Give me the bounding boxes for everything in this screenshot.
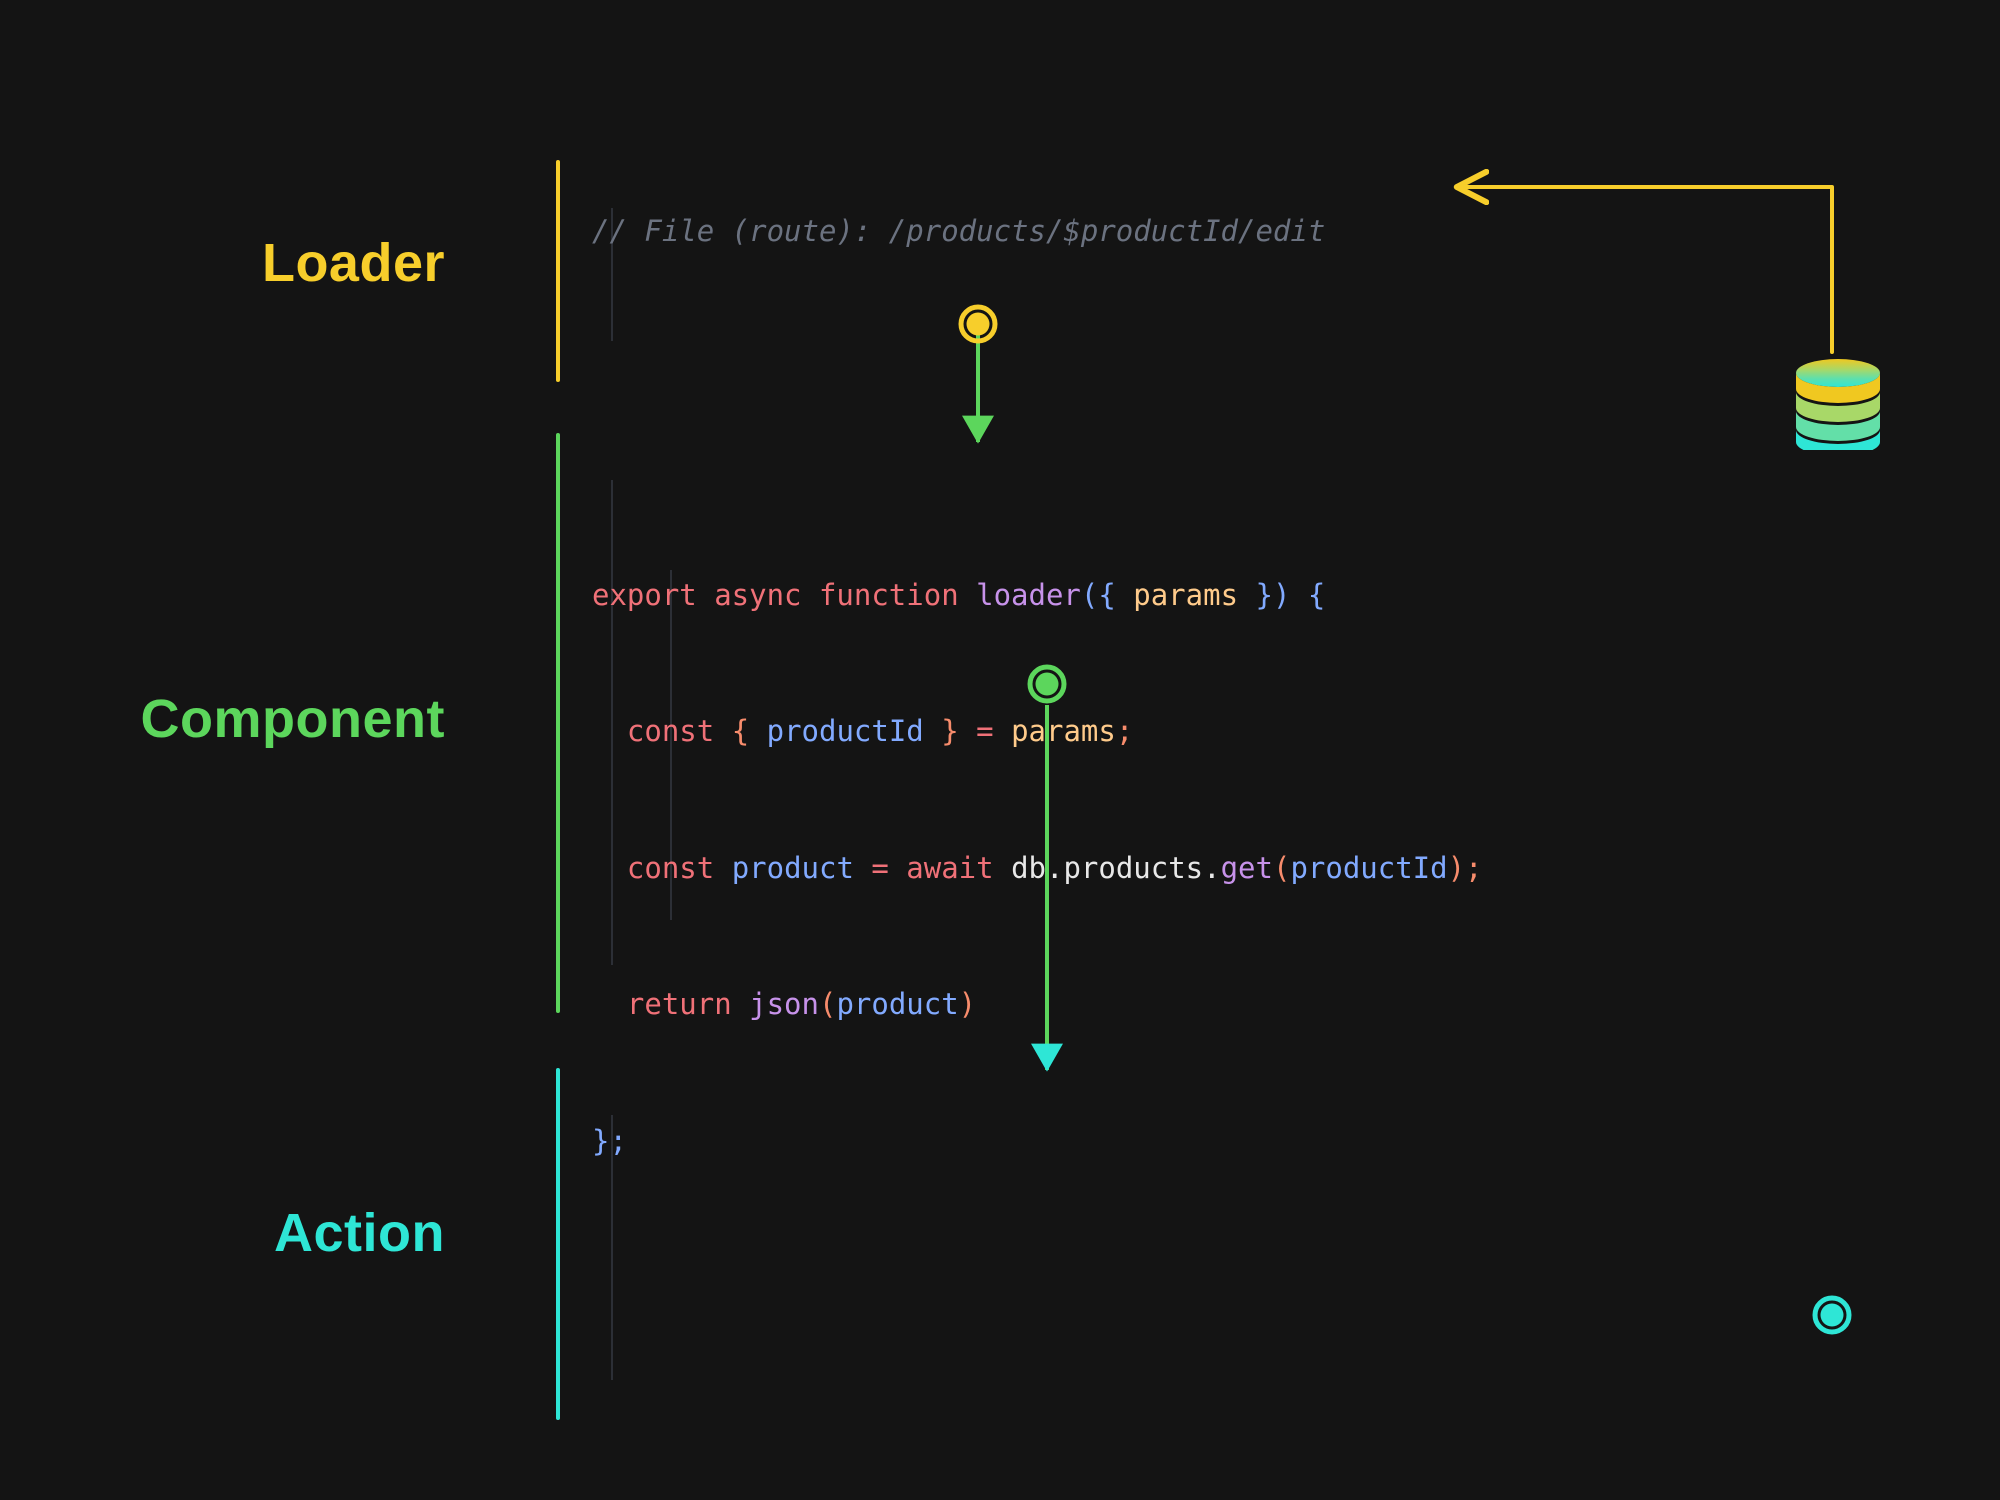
indent-guide xyxy=(611,480,613,965)
indent-guide xyxy=(670,570,672,920)
gutter-bar-component xyxy=(556,433,560,1013)
code-line-comment: // File (route): /products/$productId/ed… xyxy=(592,213,1326,248)
database-cylinder-icon xyxy=(1796,359,1880,450)
section-label-component: Component xyxy=(140,689,445,749)
gutter-bar-action xyxy=(556,1068,560,1420)
gutter-bar-loader xyxy=(556,160,560,382)
indent-guide xyxy=(611,208,613,341)
indent-guide xyxy=(611,1115,613,1380)
code-line-loader-fetch: const product = await db.products.get(pr… xyxy=(626,850,1483,885)
section-label-loader: Loader xyxy=(261,233,445,293)
section-label-action: Action xyxy=(274,1203,445,1263)
code-line-loader-return: return json(product) xyxy=(626,987,977,1021)
code-line-loader-destructure: const { productId } = params; xyxy=(626,714,1134,748)
code-line-loader-end: }; xyxy=(592,1123,627,1158)
code-line-loader-signature: export async function loader({ params })… xyxy=(592,577,1326,612)
code-block: // File (route): /products/$productId/ed… xyxy=(592,72,1884,1500)
